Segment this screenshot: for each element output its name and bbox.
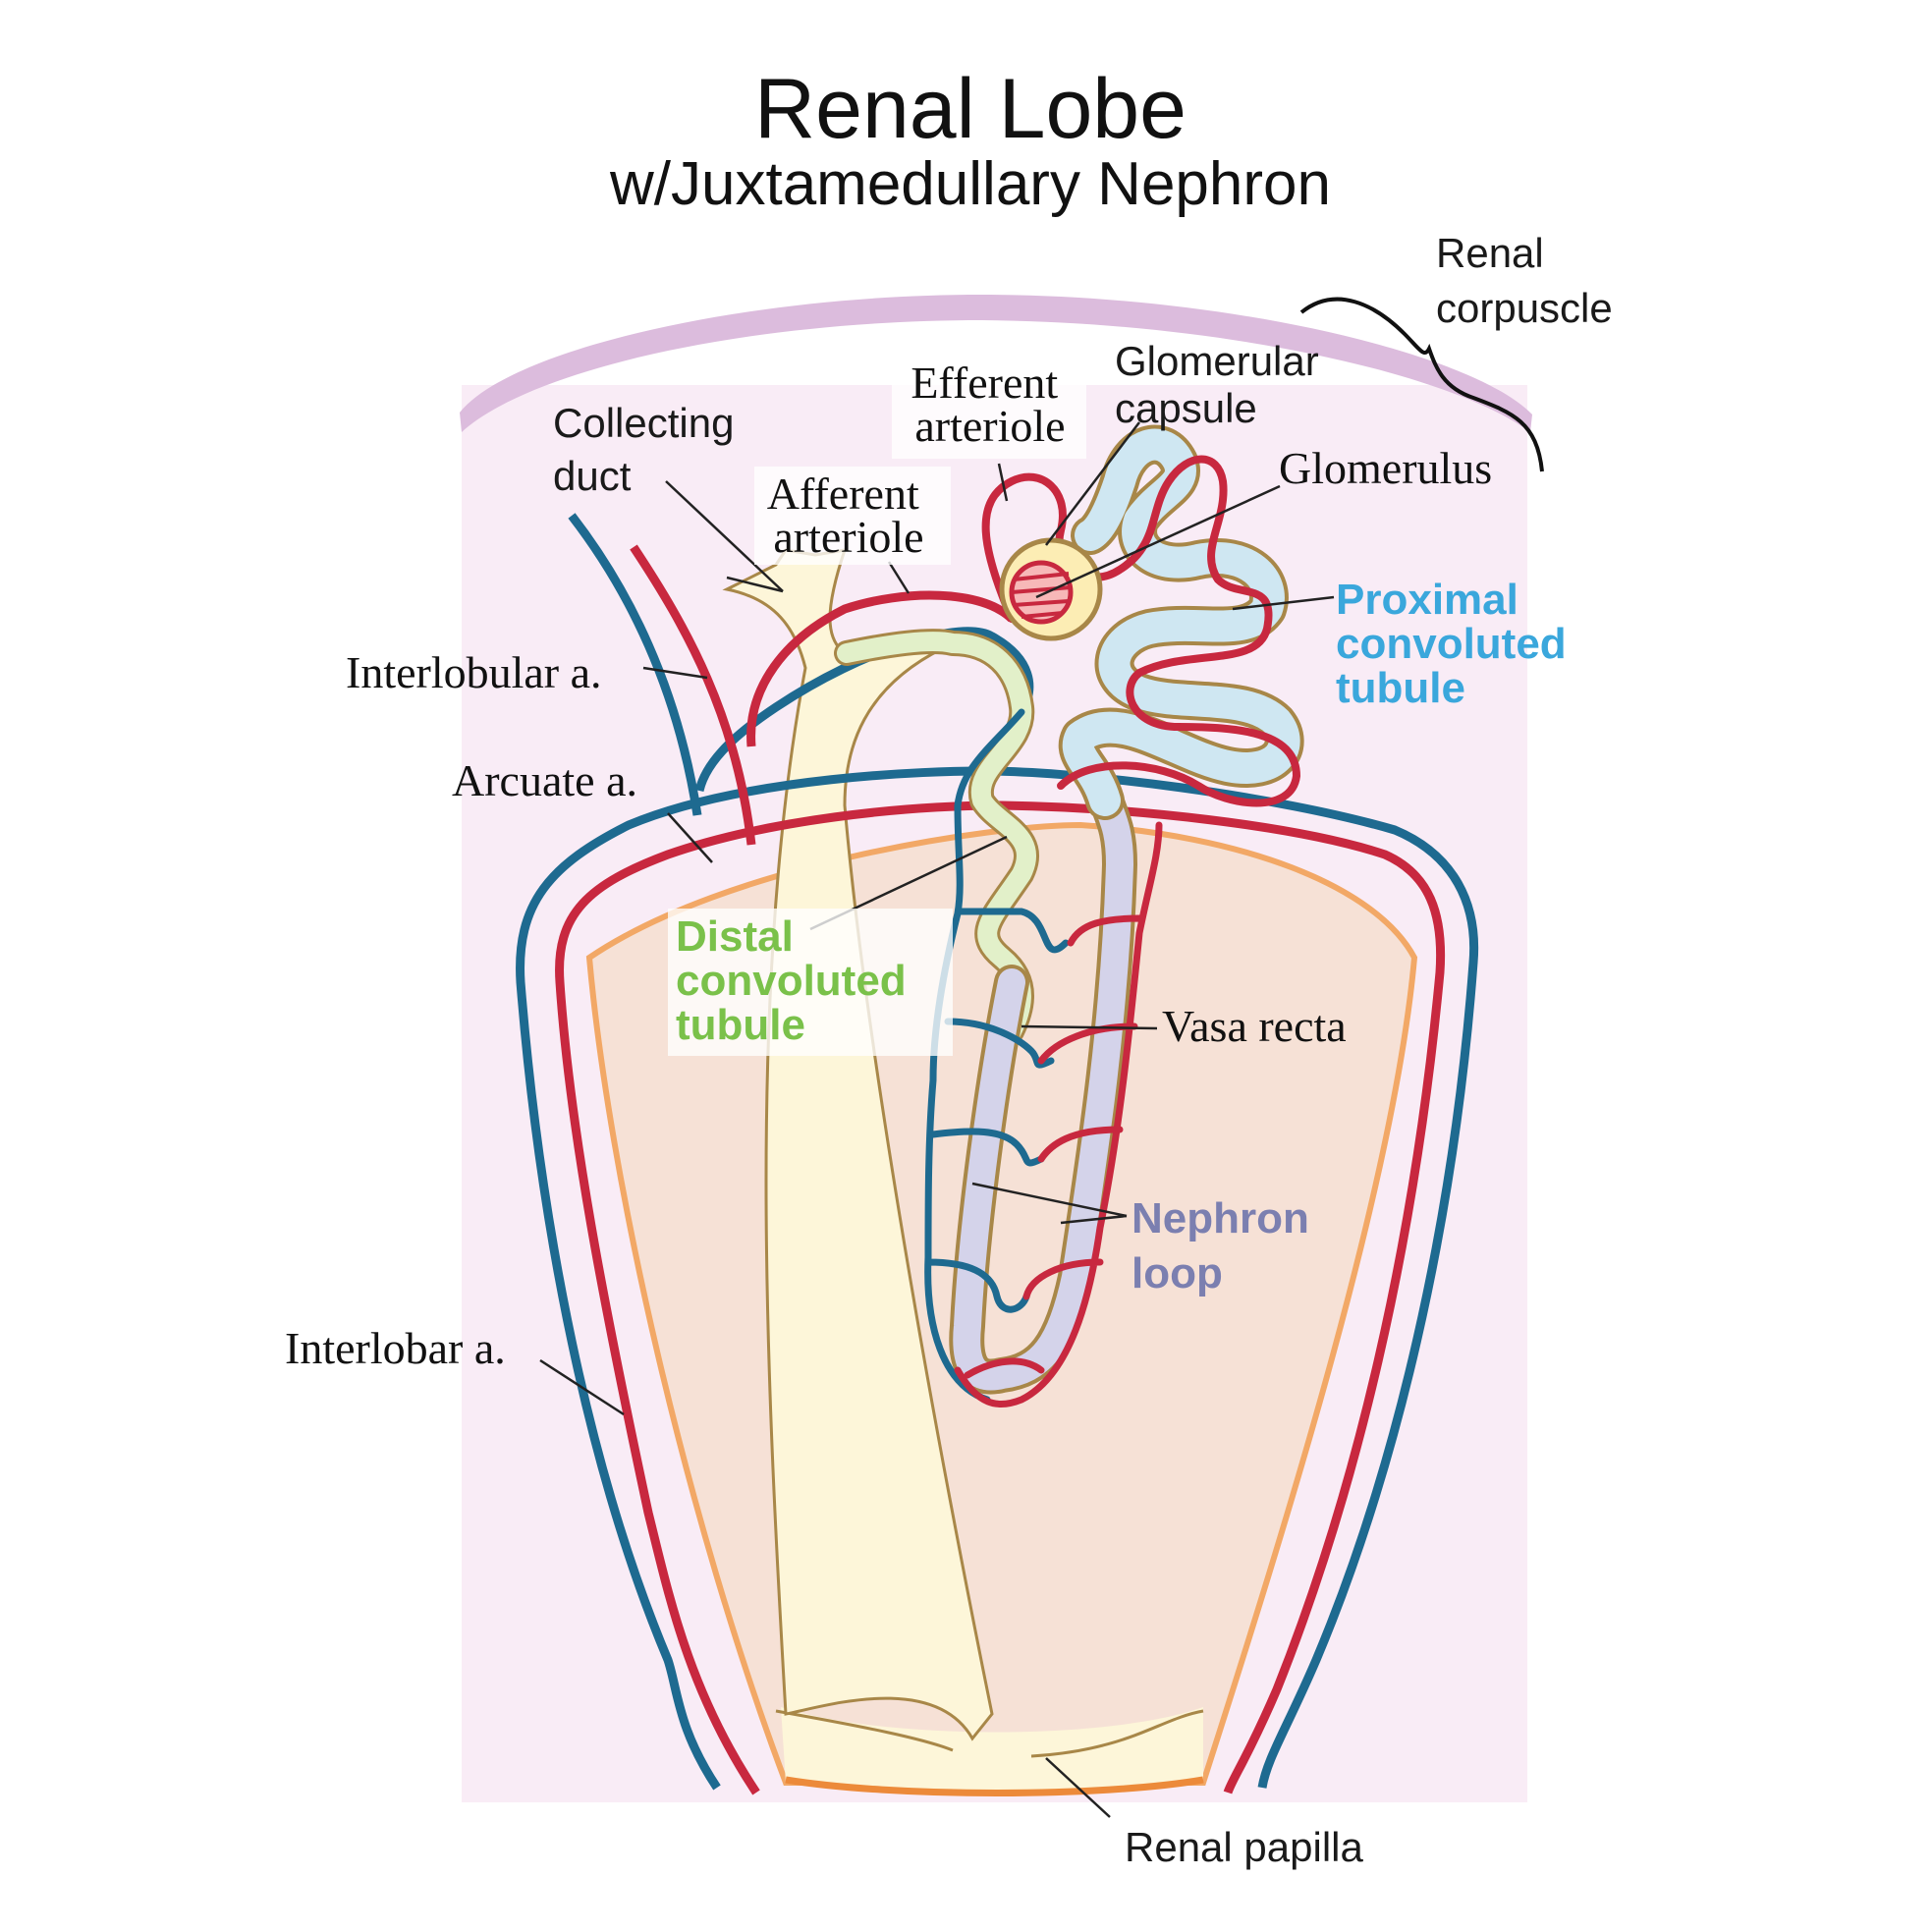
- proximal-convoluted-tubule-lumen: [1062, 428, 1300, 816]
- diagram-title: Renal Lobe: [754, 62, 1187, 156]
- distal-label-bg: [668, 909, 953, 1056]
- leader-arcuate-a: [667, 812, 713, 863]
- leader-collecting-duct: [665, 480, 784, 592]
- label-glomerulus: Glomerulus: [1279, 443, 1492, 493]
- label-vasa-recta: Vasa recta: [1162, 1001, 1347, 1051]
- renal-papilla-edge: [785, 1776, 1204, 1796]
- diagram-subtitle: w/Juxtamedullary Nephron: [609, 150, 1331, 218]
- label-afferent-arteriole: Afferent arteriole: [767, 469, 930, 562]
- distal-convoluted-tubule-lumen: [837, 632, 1036, 1041]
- afferent-label-bg: [754, 467, 951, 565]
- interlobular-artery: [630, 544, 756, 846]
- label-proximal-convoluted-tubule: Proximal convoluted tubule: [1336, 576, 1578, 712]
- efferent-label-bg: [892, 346, 1086, 459]
- label-efferent-arteriole: Efferent arteriole: [911, 358, 1069, 451]
- glomerulus-coils: [1011, 572, 1072, 619]
- leader-interlobular-a: [642, 666, 708, 680]
- leader-glomerular-capsule: [1045, 421, 1140, 546]
- leader-nephron-loop-b: [1060, 1214, 1128, 1225]
- renal-papilla-tip: [781, 1707, 1203, 1794]
- label-renal-corpuscle: Renal corpuscle: [1436, 230, 1613, 331]
- label-interlobar-a: Interlobar a.: [285, 1323, 506, 1373]
- label-renal-papilla: Renal papilla: [1125, 1824, 1363, 1870]
- leader-efferent-arteriole: [997, 463, 1009, 502]
- renal-capsule-band: [460, 295, 1532, 432]
- leader-glomerulus: [1035, 484, 1281, 599]
- leader-proximal-tubule: [1232, 595, 1335, 611]
- label-glomerular-capsule: Glomerular capsule: [1115, 338, 1330, 431]
- afferent-arteriole-vessel: [746, 590, 1016, 747]
- label-interlobular-a: Interlobular a.: [346, 647, 602, 697]
- leader-collecting-duct-2: [726, 576, 784, 593]
- renal-corpuscle-brace: [1299, 297, 1544, 472]
- leader-vasa-recta: [1021, 1024, 1158, 1030]
- papilla-inner-line: [775, 1709, 1204, 1758]
- label-collecting-duct: Collecting duct: [553, 400, 745, 499]
- leader-renal-papilla: [1045, 1757, 1111, 1818]
- label-distal-convoluted-tubule: Distal convoluted tubule: [676, 912, 918, 1049]
- leader-interlobar-a: [539, 1358, 625, 1416]
- leader-afferent-arteriole: [887, 561, 911, 594]
- peritubular-capillary: [981, 455, 1300, 807]
- nephron-loop-lumen: [953, 782, 1133, 1391]
- leader-nephron-loop-a: [971, 1182, 1128, 1218]
- label-arcuate-a: Arcuate a.: [452, 755, 637, 805]
- label-nephron-loop: Nephron loop: [1132, 1194, 1321, 1297]
